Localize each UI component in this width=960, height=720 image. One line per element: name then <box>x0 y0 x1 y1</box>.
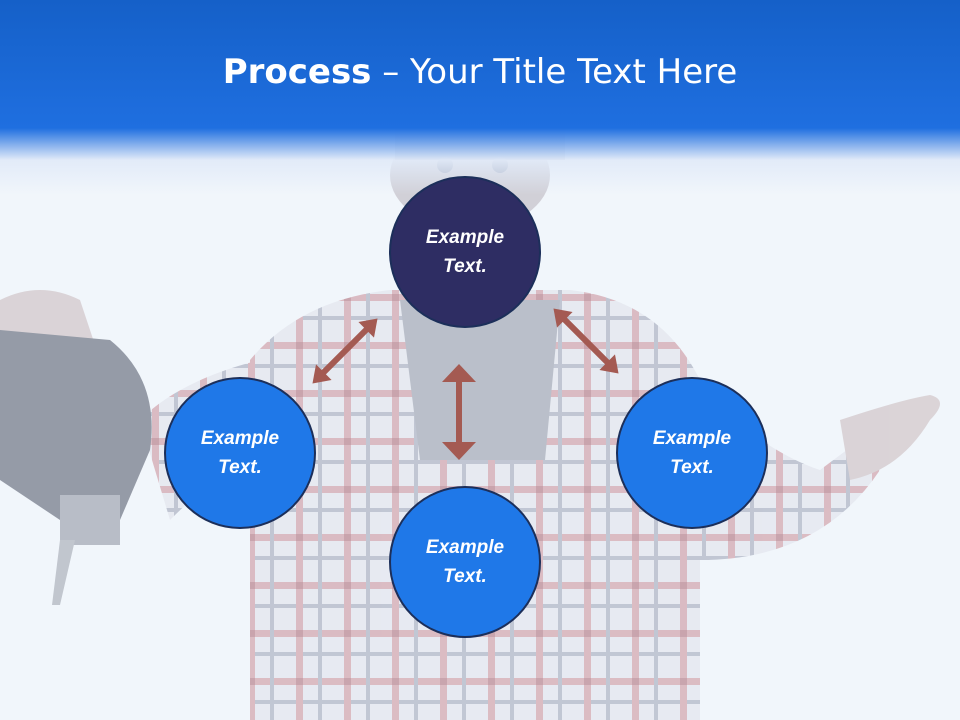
title-rest: – Your Title Text Here <box>371 52 738 92</box>
node-bottom-label: Example Text. <box>425 537 505 587</box>
process-node-left: Example Text. <box>164 377 316 529</box>
node-left-label: Example Text. <box>200 428 280 478</box>
double-arrow-top-right <box>553 308 619 374</box>
process-node-right: Example Text. <box>616 377 768 529</box>
double-arrow-top-left <box>312 318 378 384</box>
node-top-label: Example Text. <box>425 227 505 277</box>
process-node-top: Example Text. <box>389 176 541 328</box>
title-bar <box>0 0 960 195</box>
slide-title: Process – Your Title Text Here <box>0 52 960 92</box>
title-bold: Process <box>222 52 372 92</box>
process-node-bottom: Example Text. <box>389 486 541 638</box>
node-right-label: Example Text. <box>652 428 732 478</box>
double-arrow-vertical <box>442 364 476 460</box>
